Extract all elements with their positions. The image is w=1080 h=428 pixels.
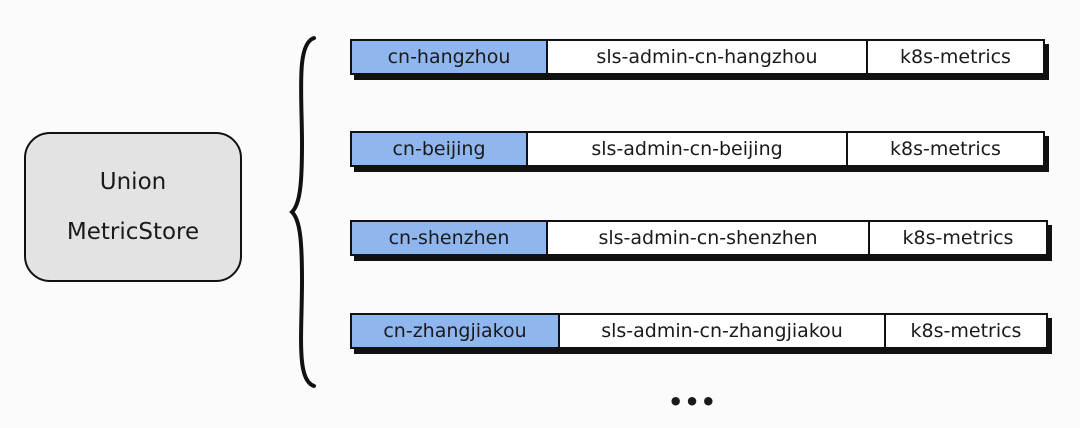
metricstore-cell: k8s-metrics [890, 138, 1001, 160]
project-cell: sls-admin-cn-beijing [528, 133, 848, 165]
metricstore-row-shenzhen: cn-shenzhen sls-admin-cn-shenzhen k8s-me… [350, 220, 1048, 256]
metricstore-cell: k8s-metrics [902, 227, 1014, 249]
project-cell: sls-admin-cn-shenzhen [548, 222, 870, 254]
curly-brace [289, 36, 316, 388]
region-cell: cn-beijing [352, 133, 528, 165]
project-cell: sls-admin-cn-zhangjiakou [560, 315, 886, 347]
metricstore-row-hangzhou: cn-hangzhou sls-admin-cn-hangzhou k8s-me… [350, 39, 1045, 75]
project-cell: sls-admin-cn-hangzhou [548, 41, 868, 73]
metricstore-row-zhangjiakou: cn-zhangjiakou sls-admin-cn-zhangjiakou … [350, 313, 1048, 349]
region-cell: cn-shenzhen [352, 222, 548, 254]
region-cell: cn-hangzhou [352, 41, 548, 73]
metricstore-row-beijing: cn-beijing sls-admin-cn-beijing k8s-metr… [350, 131, 1045, 167]
union-metricstore-box: Union MetricStore [24, 132, 242, 282]
metricstore-cell: k8s-metrics [910, 320, 1022, 342]
region-cell: cn-zhangjiakou [352, 315, 560, 347]
store-label-line1: Union [99, 169, 167, 195]
metricstore-cell: k8s-metrics [900, 46, 1011, 68]
store-label-line2: MetricStore [66, 219, 200, 245]
ellipsis: ••• [668, 388, 718, 416]
